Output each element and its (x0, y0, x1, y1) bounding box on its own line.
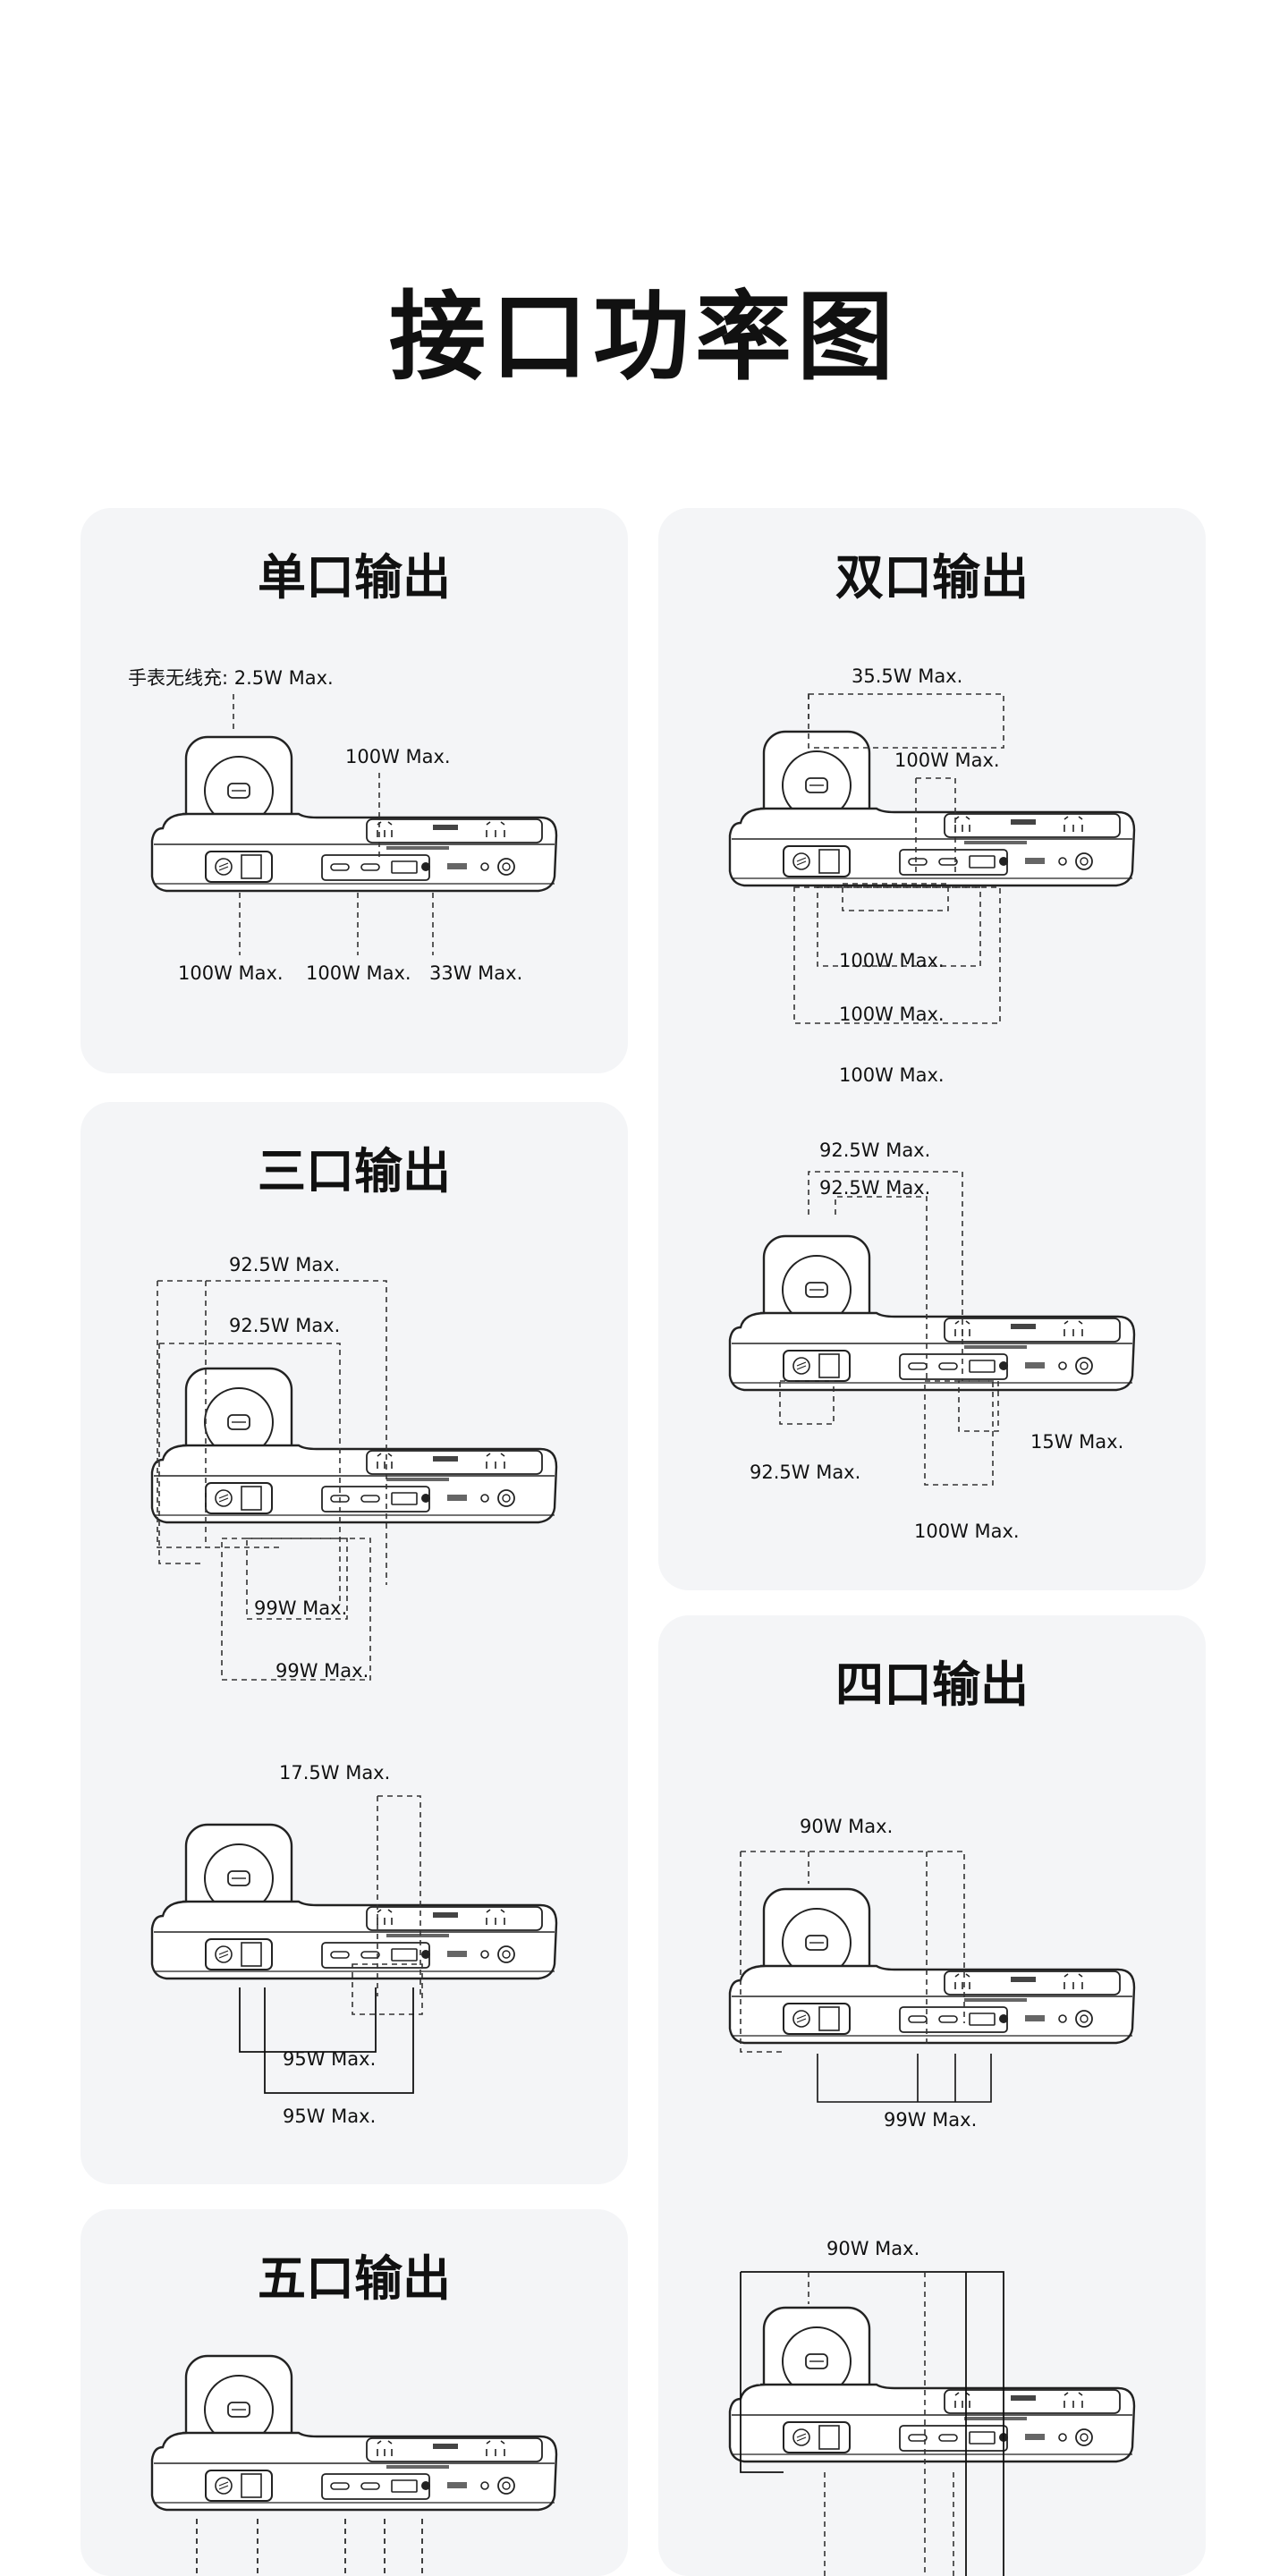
dual-b-bottom-label: 100W Max. (914, 1521, 1020, 1542)
triple-a-top2-label: 92.5W Max. (229, 1315, 341, 1336)
card-single-port: 单口输出 手表无线充: 2.5W Max. 100W Max. 100W Max… (80, 508, 628, 1073)
dual-b-top2-label: 92.5W Max. (819, 1177, 931, 1199)
card-title-dual: 双口输出 (835, 549, 1029, 606)
quint-port-diagram (150, 2354, 558, 2576)
usb-c-top-label: 100W Max. (345, 746, 451, 767)
dual-a-bottom-label-2: 100W Max. (839, 1004, 945, 1025)
dual-a-top1-label: 35.5W Max. (852, 665, 963, 687)
single-port-diagram (150, 694, 558, 955)
dual-b-right-label: 15W Max. (1030, 1431, 1124, 1453)
card-title-single: 单口输出 (258, 549, 451, 606)
card-title-quint: 五口输出 (258, 2250, 451, 2307)
dual-a-bottom-label-3: 100W Max. (839, 1064, 945, 1086)
bottom-label-1: 100W Max. (178, 962, 284, 984)
triple-b-bottom-label-2: 95W Max. (283, 2106, 377, 2127)
quad-port-diagram (728, 1851, 1136, 2576)
card-title-quad: 四口输出 (835, 1657, 1029, 1713)
quad-b-top-label: 90W Max. (826, 2238, 920, 2259)
watch-wireless-label: 手表无线充: 2.5W Max. (128, 667, 334, 689)
card-triple-port: 三口输出 92.5W Max. 92.5W Max. 99W Max. 99W … (80, 1102, 628, 2184)
card-quad-port: 四口输出 90W Max. 99W Max. 90W Max. (658, 1615, 1206, 2576)
page-title: 接口功率图 (388, 282, 899, 394)
quad-a-top-label: 90W Max. (800, 1816, 894, 1837)
triple-a-bottom-label-2: 99W Max. (275, 1660, 369, 1682)
triple-b-top-label: 17.5W Max. (279, 1762, 391, 1784)
dual-a-bottom-label-1: 100W Max. (839, 950, 945, 971)
bottom-label-2: 100W Max. (306, 962, 411, 984)
triple-a-bottom-label-1: 99W Max. (254, 1597, 348, 1619)
triple-b-bottom-label-1: 95W Max. (283, 2048, 377, 2070)
dual-b-left-label: 92.5W Max. (750, 1462, 861, 1483)
bottom-label-3: 33W Max. (429, 962, 523, 984)
triple-port-diagram (150, 1280, 558, 2094)
triple-a-top1-label: 92.5W Max. (229, 1254, 341, 1275)
dual-a-top2-label: 100W Max. (894, 750, 1000, 771)
quad-a-bottom-label: 99W Max. (884, 2109, 978, 2131)
card-quint-port: 五口输出 (80, 2209, 628, 2576)
card-dual-port: 双口输出 35.5W Max. 100W Max. 100W Max. 100W… (658, 508, 1206, 1590)
dual-b-top1-label: 92.5W Max. (819, 1140, 931, 1161)
dual-port-diagram (728, 693, 1136, 1486)
card-title-triple: 三口输出 (258, 1143, 451, 1199)
